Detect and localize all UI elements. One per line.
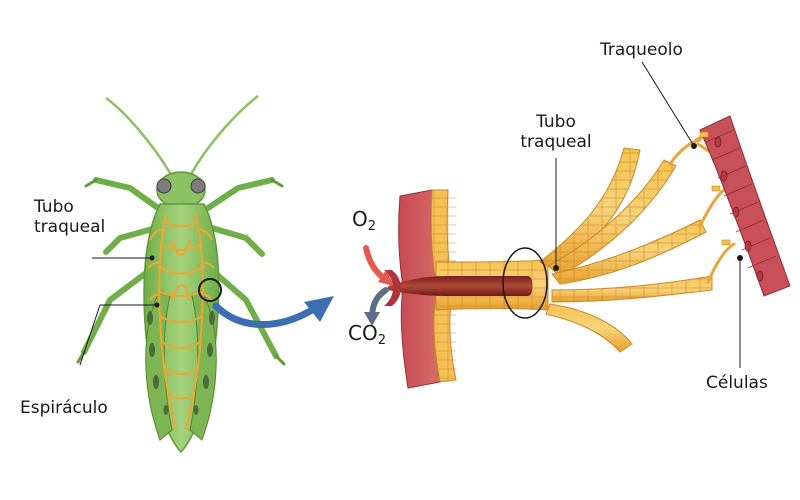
label-tubo-traqueal-left-line2: traqueal bbox=[34, 217, 106, 237]
legs bbox=[81, 177, 279, 359]
label-tubo-traqueal-right-line1: Tubo bbox=[536, 112, 576, 132]
zoom-arrow bbox=[212, 302, 316, 328]
label-celulas: Células bbox=[706, 373, 768, 393]
label-tubo-traqueal-right: Tubo traqueal bbox=[520, 112, 592, 152]
grasshopper-leader-lines bbox=[79, 257, 157, 366]
label-tubo-traqueal-left: Tubo traqueal bbox=[34, 197, 105, 237]
tracheal-detail bbox=[363, 115, 791, 389]
label-espiraculo: Espiráculo bbox=[20, 398, 108, 418]
right-eye bbox=[190, 178, 206, 194]
label-tubo-traqueal-right-line2: traqueal bbox=[520, 132, 592, 152]
label-tubo-traqueal-left-line1: Tubo bbox=[34, 197, 74, 217]
zoom-ellipse bbox=[502, 247, 548, 319]
label-traqueolo: Traqueolo bbox=[600, 40, 683, 60]
abdomen-spots bbox=[147, 311, 215, 415]
co2-symbol: CO bbox=[348, 321, 378, 345]
co2-subscript: 2 bbox=[377, 333, 386, 348]
cell-tissue bbox=[699, 115, 791, 297]
o2-symbol: O bbox=[352, 207, 368, 231]
label-o2: O2 bbox=[352, 208, 376, 238]
detail-leader-lines bbox=[553, 61, 743, 368]
left-antenna bbox=[105, 96, 174, 177]
left-wing bbox=[145, 289, 173, 441]
o2-subscript: 2 bbox=[367, 219, 377, 234]
zoom-arrow-head bbox=[304, 296, 334, 322]
magnifier-circle bbox=[198, 278, 222, 302]
right-wing bbox=[189, 289, 217, 441]
grasshopper-tracheal-network bbox=[147, 213, 215, 431]
right-antenna bbox=[188, 95, 259, 177]
cell-nuclei bbox=[714, 136, 764, 282]
label-co2: CO2 bbox=[348, 322, 386, 352]
trachea-lumen bbox=[388, 276, 533, 296]
left-eye bbox=[156, 178, 172, 194]
grasshopper-illustration bbox=[76, 95, 286, 454]
